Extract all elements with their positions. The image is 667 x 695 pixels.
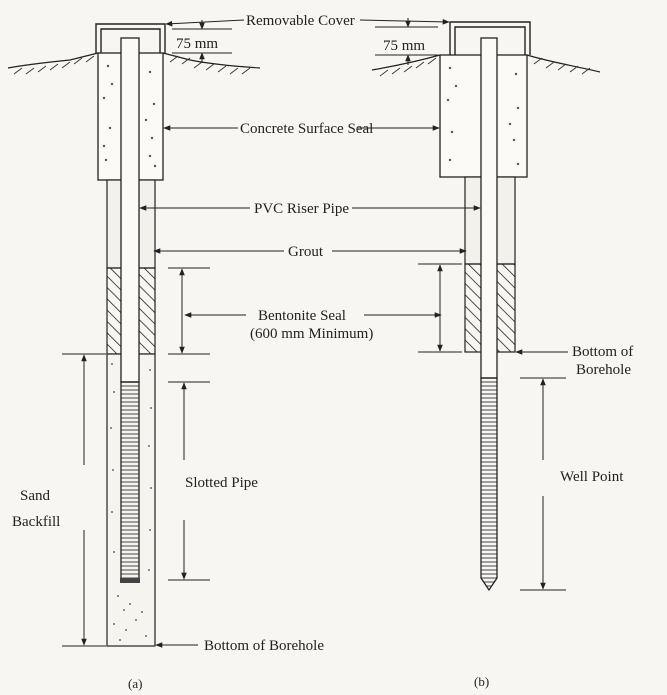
caption-b: (b) bbox=[474, 674, 489, 689]
ground-hatch-a bbox=[13, 55, 251, 75]
well-a: 75 mm bbox=[7, 20, 261, 647]
callout-arrows bbox=[139, 19, 568, 648]
label-bottom-of-borehole-b2: Borehole bbox=[576, 362, 631, 378]
label-well-point: Well Point bbox=[560, 469, 624, 485]
removable-cover-a bbox=[95, 23, 166, 53]
pvc-riser-pipe-b bbox=[480, 37, 498, 379]
label-removable-cover: Removable Cover bbox=[246, 13, 355, 29]
sand-dots-a bbox=[110, 363, 152, 641]
label-sand: Sand bbox=[20, 488, 51, 504]
label-bentonite-min: (600 mm Minimum) bbox=[250, 326, 373, 342]
ground-surface-b bbox=[371, 54, 601, 73]
slotted-pipe-a bbox=[120, 381, 140, 581]
label-bottom-of-borehole-b1: Bottom of bbox=[572, 344, 633, 360]
concrete-speckle-b bbox=[446, 66, 520, 166]
label-bottom-of-borehole-a: Bottom of Borehole bbox=[204, 638, 324, 654]
label-pvc-riser-pipe: PVC Riser Pipe bbox=[254, 201, 349, 217]
label-backfill: Backfill bbox=[12, 514, 60, 530]
label-bentonite-seal: Bentonite Seal bbox=[258, 308, 346, 324]
pipe-end-cap-a bbox=[120, 578, 140, 583]
well-point-b bbox=[480, 377, 498, 592]
pvc-riser-pipe-a bbox=[120, 37, 140, 383]
dim-label-b: 75 mm bbox=[383, 38, 425, 54]
caption-a: (a) bbox=[128, 676, 142, 691]
label-concrete-surface-seal: Concrete Surface Seal bbox=[240, 121, 373, 137]
label-slotted-pipe: Slotted Pipe bbox=[185, 475, 258, 491]
well-b: 75 mm bbox=[371, 18, 601, 592]
label-grout: Grout bbox=[288, 244, 324, 260]
ground-surface-a bbox=[7, 52, 261, 69]
removable-cover-b bbox=[449, 21, 531, 55]
dim-label-a: 75 mm bbox=[176, 36, 218, 52]
concrete-speckle-a bbox=[102, 64, 157, 168]
ground-hatch-b bbox=[379, 57, 591, 77]
